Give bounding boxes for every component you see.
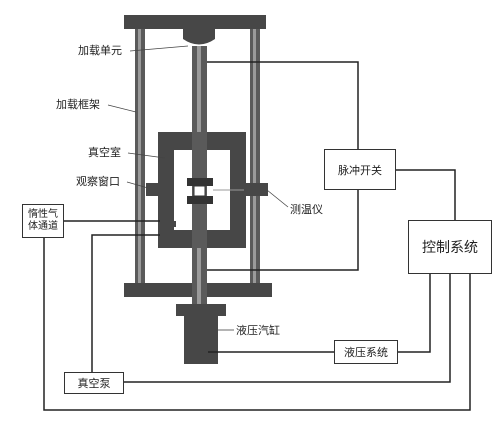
label-loading-frame: 加载框架 [56,98,100,111]
vacuum-pump-box: 真空泵 [64,372,124,394]
label-hydraulic-cylinder: 液压汽缸 [236,324,280,337]
vacuum-pump-label: 真空泵 [77,377,111,390]
sample-holder-bottom [187,196,213,204]
control-system-box: 控制系统 [408,220,492,274]
thermometer-port [244,183,268,196]
control-system-label: 控制系统 [422,240,478,256]
leader-lines [107,45,289,331]
lower-rod-highlight [197,248,201,308]
vacuum-outlet-port [160,232,176,238]
pulse-switch-box: 脉冲开关 [324,149,396,190]
sample [193,185,206,197]
cylinder-body [184,316,218,364]
connection-lines [43,61,471,411]
hydraulic-system-label: 液压系统 [344,346,388,359]
label-loading-unit: 加载单元 [78,44,122,57]
frame-left-column-highlight [138,29,141,291]
inert-gas-label-line1: 惰性气 [28,209,58,220]
pulse-switch-label: 脉冲开关 [338,163,382,177]
upper-rod-highlight [197,46,201,186]
label-vacuum-chamber: 真空室 [88,146,121,159]
cylinder-flange [176,304,226,316]
inert-gas-label-line2: 体通道 [28,221,58,232]
label-observation-window: 观察窗口 [76,175,120,188]
gas-inlet-port [160,221,176,227]
hydraulic-system-box: 液压系统 [334,340,398,364]
label-thermometer: 测温仪 [290,203,323,216]
observation-window-port [146,183,160,196]
frame-top-beam [124,15,266,29]
loading-unit-shape [183,29,215,45]
inert-gas-channel-box: 惰性气 体通道 [22,204,64,238]
sample-holder-top [187,178,213,186]
frame-right-column-highlight [253,29,256,291]
